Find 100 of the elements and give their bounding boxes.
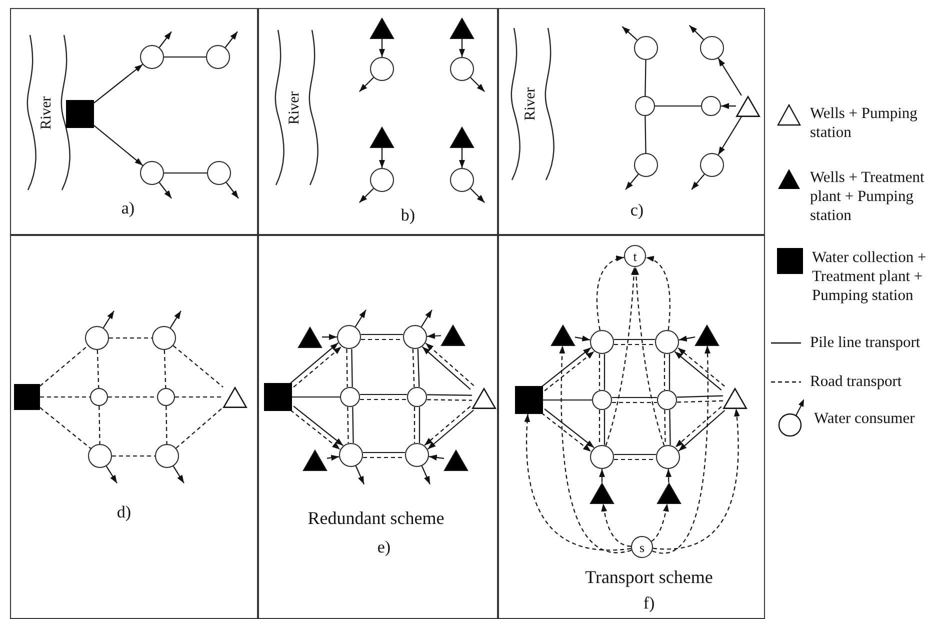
pipeline-arrow: [426, 332, 442, 339]
pipeline-arrow: [379, 38, 385, 57]
road-transport-line: [112, 455, 155, 457]
well-treatment-station: [590, 482, 614, 504]
pipeline: [604, 410, 606, 445]
well-pumping-station: [736, 96, 760, 116]
pipeline-arrow: [94, 64, 143, 104]
pipeline-arrow: [599, 469, 605, 482]
pipeline: [360, 394, 407, 396]
outflow-arrow: [226, 182, 239, 199]
road-transport-line: [412, 349, 415, 388]
road-transport-line: [176, 407, 224, 449]
water-consumer: [206, 45, 230, 69]
road-transport-line: [598, 354, 600, 390]
scheme-panel: [10, 8, 258, 235]
pipeline-arrow: [459, 38, 465, 57]
outflow-arrow: [172, 466, 184, 484]
road-transport-line: [166, 406, 168, 444]
road-transport-line: [40, 345, 88, 386]
panel-label: a): [121, 200, 135, 218]
well-treatment-station: [551, 324, 575, 346]
pipeline-arrow: [322, 334, 337, 340]
water-consumer: [140, 161, 164, 185]
road-transport-line: [361, 338, 403, 340]
road-transport-line: [40, 396, 90, 398]
pipeline-arrow: [379, 148, 385, 168]
road-transport-line: [172, 345, 224, 388]
scheme-panel: [498, 235, 765, 619]
pipeline: [604, 354, 606, 390]
road-transport-arrow: [652, 346, 710, 554]
scheme-panel: [10, 235, 258, 619]
road-transport-line: [363, 456, 405, 458]
river-label: River: [288, 90, 302, 124]
water-consumer: [700, 153, 724, 177]
pipeline-arrow: [428, 454, 444, 461]
pipeline: [655, 105, 701, 107]
well-treatment-station: [450, 126, 474, 148]
scheme-panel: [258, 8, 498, 235]
outflow-arrow: [470, 188, 486, 204]
water-consumer: [155, 444, 179, 468]
outflow-arrow: [224, 31, 238, 48]
pipeline: [543, 399, 592, 401]
road-transport-arrow: [646, 256, 670, 330]
water-consumer: [339, 443, 363, 467]
pipeline: [614, 338, 655, 340]
water-consumer: [88, 444, 112, 468]
scheme-title: Redundant scheme: [308, 509, 444, 529]
well-pumping-station: [223, 386, 247, 408]
pipeline: [427, 394, 472, 396]
pipeline: [612, 396, 657, 398]
road-transport-line: [96, 350, 100, 388]
outflow-arrow: [158, 182, 172, 199]
road-transport-line: [109, 337, 152, 339]
pipeline: [361, 334, 403, 336]
outflow-arrow: [354, 310, 366, 328]
road-transport-line: [108, 396, 157, 398]
pipeline: [644, 116, 646, 153]
road-transport-arrow: [652, 408, 740, 550]
road-transport-arrow: [651, 503, 669, 542]
scheme-title: Transport scheme: [585, 568, 713, 588]
road-transport-line: [360, 398, 407, 400]
outflow-arrow: [358, 77, 374, 92]
legend-text: Wells + Pumping station: [810, 104, 918, 142]
road-transport-arrow: [559, 345, 632, 554]
water-consumer: [634, 36, 658, 60]
legend-text: Wells + Treatment plant + Pumping station: [810, 168, 926, 225]
well-treatment-station: [298, 326, 322, 348]
panel-label: c): [630, 202, 644, 220]
road-transport-line: [612, 402, 657, 404]
transport-node: t: [624, 245, 646, 267]
pipeline: [676, 395, 723, 398]
outflow-arrow: [625, 174, 639, 190]
panel-label: e): [377, 538, 391, 558]
water-consumer: [403, 325, 427, 349]
scheme-panel: [498, 8, 765, 235]
outflow-arrow: [421, 466, 430, 484]
pipeline-arrow: [718, 116, 742, 156]
road-transport-line: [164, 350, 166, 388]
water-consumer: [370, 168, 394, 192]
water-consumer: [590, 445, 614, 469]
river-label: River: [40, 96, 54, 130]
water-consumer: [592, 390, 612, 410]
well-treatment-station: [441, 324, 465, 346]
water-consumer: [657, 390, 677, 410]
outflow-arrow: [691, 174, 705, 190]
legend-text: Pile line transport: [810, 333, 922, 352]
well-treatment-station: [657, 482, 681, 504]
panel-label: d): [116, 504, 132, 522]
well-treatment-station: [695, 324, 719, 346]
road-transport-line: [414, 407, 416, 443]
pipeline-arrow: [326, 454, 340, 461]
road-transport-line: [98, 406, 100, 444]
pipeline-arrow: [574, 336, 590, 342]
water-consumer: [405, 443, 429, 467]
road-transport-line: [614, 344, 655, 346]
road-transport-line: [664, 354, 666, 390]
outflow-arrow: [106, 466, 118, 484]
road-transport-line: [598, 410, 600, 445]
road-transport-line: [346, 349, 348, 388]
water-consumer: [635, 96, 655, 116]
